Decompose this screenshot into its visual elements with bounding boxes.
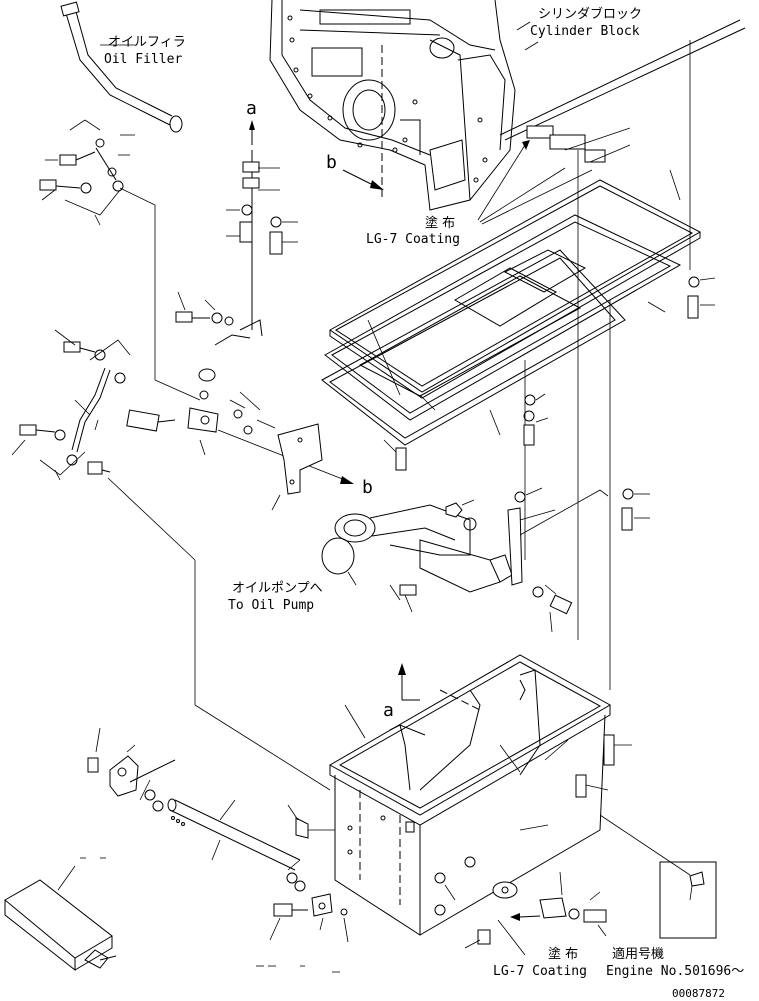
ref-a-pan: a [383, 700, 394, 721]
ref-b-mid: b [362, 477, 373, 498]
routing-lines [107, 235, 354, 791]
coating-top-leaders [477, 125, 631, 225]
engine-no-box [599, 814, 717, 939]
filler-fasteners [39, 119, 156, 235]
ref-b-top: b [326, 152, 337, 173]
stay-parts [445, 488, 650, 633]
gauge-assembly [198, 120, 298, 400]
right-bolts [524, 40, 716, 690]
coating-top-jp-label: 塗 布 [425, 215, 455, 231]
engine-no-en-label: Engine No.501696～ [606, 964, 744, 979]
bracket [271, 423, 323, 511]
cylinder-block-en-label: Cylinder Block [530, 24, 640, 39]
ref-b-arrow-top [342, 169, 384, 190]
oil-filler-en-label: Oil Filler [104, 52, 182, 67]
drawing-number: 00087872 [672, 987, 725, 1000]
left-pipe-parts [11, 291, 276, 481]
gasket-plates [321, 169, 702, 446]
oil-pump-en-label: To Oil Pump [228, 598, 314, 613]
pan-bolts [575, 734, 632, 798]
oil-pump-jp-label: オイルポンプへ [232, 581, 323, 596]
ref-a-arrow-pan [398, 663, 420, 701]
engine-no-jp-label: 適用号機 [612, 946, 664, 962]
coating-top-en-label: LG-7 Coating [366, 232, 460, 247]
cylinder-block-jp-label: シリンダブロック [538, 6, 642, 22]
bottom-marks [80, 857, 340, 973]
cylinder-block [269, 0, 746, 211]
coating-bottom-jp-label: 塗 布 [548, 946, 578, 962]
ref-a-top: a [246, 98, 257, 119]
middle-bolts [383, 393, 549, 503]
suction-pipe [321, 504, 513, 613]
drain-assembly [87, 727, 349, 943]
oil-filler-jp-label: オイルフィラ [108, 35, 186, 50]
extension-tool [4, 865, 117, 972]
oil-filler [60, 1, 183, 133]
coating-bottom-leaders [464, 871, 607, 956]
coating-bottom-en-label: LG-7 Coating [493, 964, 587, 979]
oil-pan [328, 654, 612, 936]
